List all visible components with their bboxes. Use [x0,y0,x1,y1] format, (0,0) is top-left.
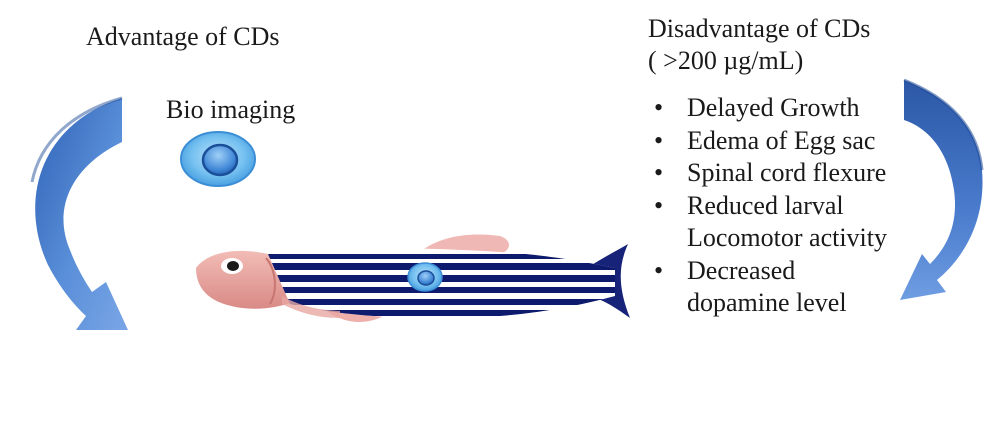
right-curved-arrow-icon [900,80,983,300]
disadvantage-list: Delayed Growth Edema of Egg sac Spinal c… [648,92,888,320]
list-item: Decreased dopamine level [648,255,888,320]
zebrafish-larva-icon [196,235,630,322]
cell-icon [181,132,255,186]
disadvantage-concentration: ( >200 µg/mL) [648,46,803,76]
list-item: Spinal cord flexure [648,157,888,190]
bio-imaging-label: Bio imaging [166,95,295,125]
list-item: Delayed Growth [648,92,888,125]
advantage-title: Advantage of CDs [86,22,280,52]
list-item: Edema of Egg sac [648,125,888,158]
left-curved-arrow-icon [32,98,128,330]
disadvantage-title: Disadvantage of CDs [648,14,870,44]
list-item: Reduced larval Locomotor activity [648,190,888,255]
